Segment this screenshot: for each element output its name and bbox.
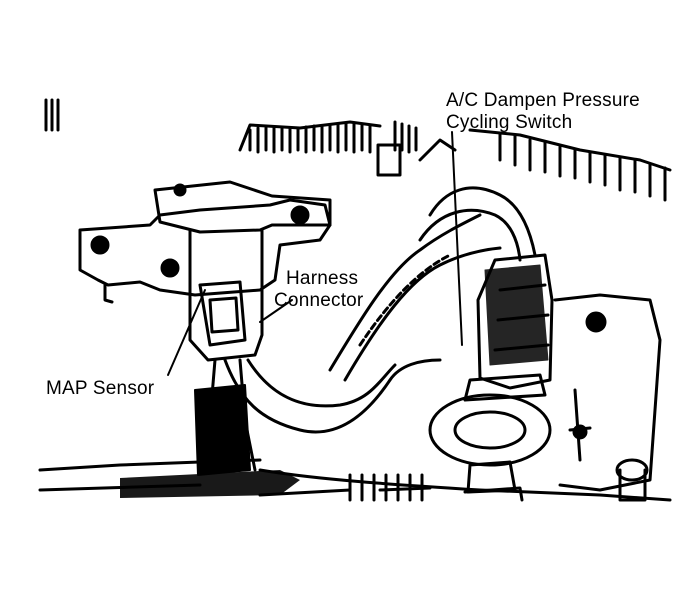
map-sensor-label: MAP Sensor	[46, 378, 155, 399]
wire-loom	[194, 384, 251, 476]
harness-connector-label-line2: Connector	[274, 290, 364, 311]
engine-housing	[553, 293, 662, 502]
ac-switch-label-line1: A/C Dampen Pressure	[446, 90, 640, 111]
small-bracket	[376, 143, 402, 177]
harness-connector-label-line1: Harness	[286, 268, 359, 289]
hose	[418, 186, 537, 262]
ac-switch-label-line2: Cycling Switch	[446, 112, 573, 133]
map-sensor-body	[153, 180, 332, 362]
firewall-hatching	[44, 98, 672, 202]
leader-lines	[167, 131, 463, 376]
map-sensor-bracket	[78, 198, 332, 304]
